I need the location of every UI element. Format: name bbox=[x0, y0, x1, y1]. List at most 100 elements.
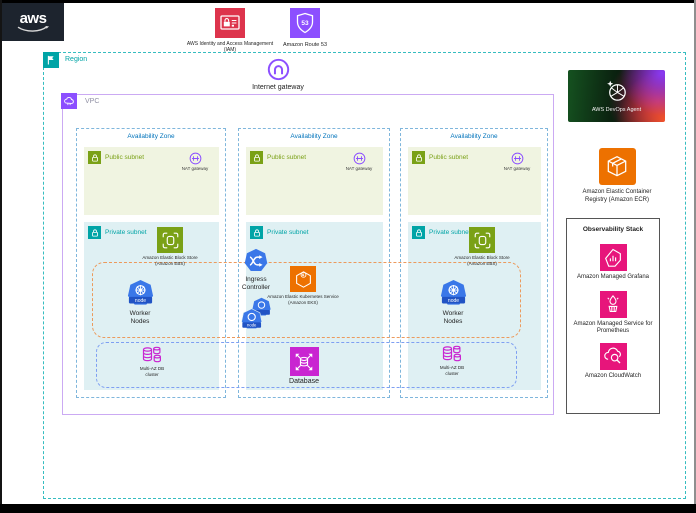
route53-badge: 53 bbox=[301, 20, 309, 27]
az2-private-subnet-label: Private subnet bbox=[267, 229, 309, 236]
cloudwatch-node: Amazon CloudWatch bbox=[571, 342, 655, 381]
az1-nat-gateway-label: NAT gateway bbox=[181, 166, 209, 171]
nat-gateway-icon bbox=[189, 152, 201, 165]
eks-icon bbox=[290, 266, 316, 292]
devops-agent-card: AWS DevOps Agent bbox=[568, 70, 665, 122]
az3-label: Availability Zone bbox=[450, 133, 498, 140]
az1-worker-nodes-label: Worker Nodes bbox=[129, 310, 151, 326]
prometheus-icon bbox=[599, 290, 627, 318]
database-label: Database bbox=[289, 378, 319, 385]
region-boundary bbox=[43, 52, 686, 499]
node-badge: node bbox=[447, 298, 458, 304]
route53-label: Amazon Route 53 bbox=[282, 42, 328, 48]
az1-public-subnet: Public subnet NAT gateway bbox=[84, 147, 219, 215]
ecr-label: Amazon Elastic Container Registry (Amazo… bbox=[582, 189, 652, 203]
public-subnet-lock-icon bbox=[88, 151, 101, 164]
iam-icon bbox=[215, 8, 245, 38]
internet-gateway-label: Internet gateway bbox=[252, 84, 304, 91]
vpc-label: VPC bbox=[85, 98, 100, 105]
multi-az-db-icon bbox=[142, 346, 161, 363]
node-stack-icon: node bbox=[241, 297, 271, 329]
az1-ebs-label: Amazon Elastic Block Store (Amazon EBS) bbox=[142, 255, 198, 266]
devops-agent-icon bbox=[607, 80, 626, 101]
ebs-icon bbox=[469, 227, 495, 253]
az3-multi-az-db: Multi-AZ DB cluster bbox=[422, 344, 482, 376]
ecr-node: Amazon Elastic Container Registry (Amazo… bbox=[572, 148, 662, 204]
eks-label: Amazon Elastic Kubernetes Service (Amazo… bbox=[267, 294, 339, 305]
az3-nat-gateway-label: NAT gateway bbox=[503, 166, 531, 171]
az3-worker-nodes-label: Worker Nodes bbox=[442, 310, 464, 326]
aws-smile-icon bbox=[17, 26, 49, 32]
observability-stack-panel: Observability Stack Amazon Managed Grafa… bbox=[566, 218, 660, 414]
nat-gateway-icon bbox=[353, 152, 365, 165]
internet-gateway-icon bbox=[267, 58, 289, 81]
nat-gateway-icon bbox=[511, 152, 523, 165]
database-node: Database bbox=[274, 347, 334, 387]
route53-icon: 53 bbox=[290, 8, 320, 38]
database-icon bbox=[289, 347, 319, 376]
grafana-icon bbox=[599, 244, 627, 271]
az1-private-subnet-label: Private subnet bbox=[105, 229, 147, 236]
az1-multi-az-db: Multi-AZ DB cluster bbox=[122, 345, 182, 377]
az1-ebs-node: Amazon Elastic Block Store (Amazon EBS) bbox=[135, 227, 205, 266]
ingress-controller-icon bbox=[244, 248, 268, 271]
cloudwatch-label: Amazon CloudWatch bbox=[584, 372, 642, 379]
window-frame-bottom bbox=[0, 504, 696, 513]
az1-nat-gateway-node: NAT gateway bbox=[173, 152, 217, 172]
region-flag-icon bbox=[43, 52, 59, 68]
iam-label: AWS Identity and Access Management (IAM) bbox=[186, 41, 274, 54]
az2-public-subnet: Public subnet NAT gateway bbox=[246, 147, 383, 215]
window-frame-left bbox=[0, 0, 2, 513]
db-cluster-boundary bbox=[96, 342, 517, 388]
kubernetes-node-icon: node bbox=[127, 279, 153, 305]
private-subnet-lock-icon bbox=[250, 226, 263, 239]
availability-zone-1: Availability Zone Public subnet NAT gate… bbox=[76, 128, 226, 398]
az3-ebs-node: Amazon Elastic Block Store (Amazon EBS) bbox=[447, 227, 517, 266]
az2-public-subnet-label: Public subnet bbox=[267, 154, 307, 161]
prometheus-label: Amazon Managed Service for Prometheus bbox=[573, 320, 653, 335]
node-badge: node bbox=[134, 298, 145, 304]
az2-label: Availability Zone bbox=[290, 133, 338, 140]
private-subnet-lock-icon bbox=[88, 226, 101, 239]
region-label: Region bbox=[65, 56, 88, 63]
devops-agent-label: AWS DevOps Agent bbox=[591, 107, 642, 114]
eks-cluster-boundary bbox=[92, 262, 521, 338]
observability-title: Observability Stack bbox=[582, 226, 644, 233]
az2-nat-gateway-node: NAT gateway bbox=[337, 152, 381, 172]
az1-multi-az-label: Multi-AZ DB cluster bbox=[139, 366, 165, 377]
az3-multi-az-label: Multi-AZ DB cluster bbox=[439, 365, 465, 376]
eks-node: Amazon Elastic Kubernetes Service (Amazo… bbox=[264, 266, 342, 305]
aws-logo: aws bbox=[2, 3, 64, 41]
internet-gateway-node: Internet gateway bbox=[236, 57, 320, 93]
az3-nat-gateway-node: NAT gateway bbox=[495, 152, 539, 172]
ebs-icon bbox=[157, 227, 183, 253]
az3-worker-nodes: node Worker Nodes bbox=[423, 279, 483, 326]
window-frame-top bbox=[0, 0, 696, 3]
az3-public-subnet-label: Public subnet bbox=[429, 154, 469, 161]
az1-public-subnet-label: Public subnet bbox=[105, 154, 145, 161]
az3-public-subnet: Public subnet NAT gateway bbox=[408, 147, 541, 215]
grafana-node: Amazon Managed Grafana bbox=[571, 244, 655, 282]
az1-label: Availability Zone bbox=[127, 133, 175, 140]
node-badge: node bbox=[247, 323, 257, 328]
ecr-icon bbox=[598, 148, 636, 185]
public-subnet-lock-icon bbox=[250, 151, 263, 164]
aws-logo-text: aws bbox=[19, 10, 47, 27]
cloudwatch-icon bbox=[599, 342, 627, 370]
az3-ebs-label: Amazon Elastic Block Store (Amazon EBS) bbox=[454, 255, 510, 266]
az2-nat-gateway-label: NAT gateway bbox=[345, 166, 373, 171]
private-subnet-lock-icon bbox=[412, 226, 425, 239]
ingress-controller-label: Ingress Controller bbox=[241, 276, 271, 292]
window-frame-right bbox=[694, 0, 696, 513]
grafana-label: Amazon Managed Grafana bbox=[576, 274, 650, 280]
kubernetes-node-icon: node bbox=[440, 279, 466, 305]
prometheus-node: Amazon Managed Service for Prometheus bbox=[572, 290, 654, 336]
vpc-icon bbox=[61, 93, 77, 109]
public-subnet-lock-icon bbox=[412, 151, 425, 164]
ingress-controller-node: Ingress Controller bbox=[229, 248, 283, 292]
route53-node: 53 Amazon Route 53 bbox=[262, 8, 348, 49]
vpc-boundary bbox=[62, 94, 554, 415]
multi-az-db-icon bbox=[442, 345, 461, 362]
az1-private-subnet: Private subnet bbox=[84, 222, 219, 390]
